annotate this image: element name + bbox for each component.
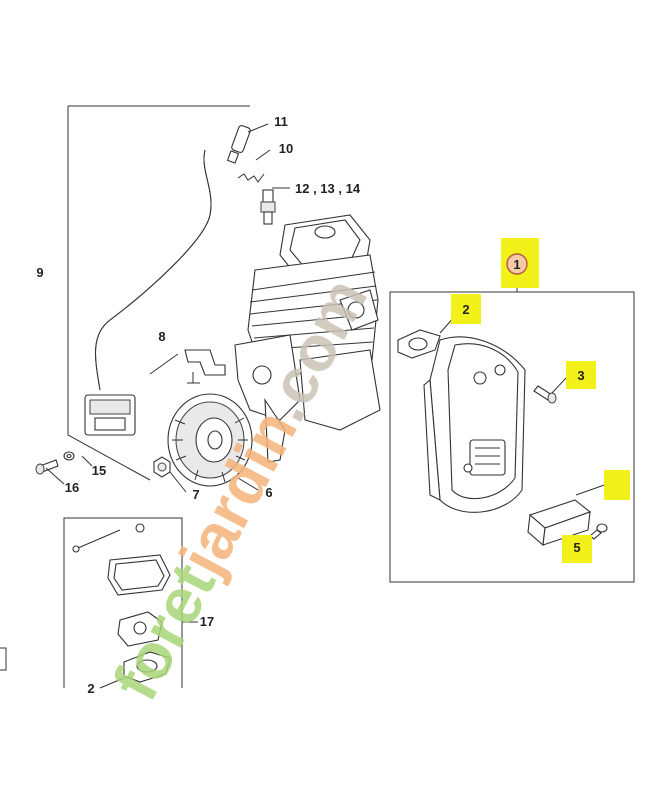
highlight-5 bbox=[562, 535, 592, 563]
muffler-gasket bbox=[397, 329, 441, 359]
label-3: 3 bbox=[577, 368, 584, 383]
ground-terminal bbox=[184, 349, 226, 384]
callout-circle-1 bbox=[506, 253, 528, 275]
label-2: 2 bbox=[462, 302, 469, 317]
label-10: 10 bbox=[279, 141, 293, 156]
edge-box bbox=[0, 647, 7, 671]
label-2-kit: 2 bbox=[87, 681, 94, 696]
watermark: foretjardin.com bbox=[99, 266, 381, 711]
svg-text:foretjardin.com: foretjardin.com bbox=[99, 266, 381, 711]
spark-plug bbox=[260, 189, 276, 225]
highlight-3 bbox=[566, 361, 596, 389]
deflector-screw bbox=[589, 523, 608, 540]
spring-clip bbox=[237, 173, 265, 183]
ignition-group-bracket bbox=[67, 105, 250, 481]
muffler-screw bbox=[533, 385, 557, 404]
gasket-kit bbox=[72, 523, 171, 683]
highlight-2 bbox=[451, 294, 481, 324]
label-12-13-14: 12 , 13 , 14 bbox=[295, 181, 361, 196]
label-5: 5 bbox=[573, 540, 580, 555]
label-11: 11 bbox=[274, 114, 288, 129]
label-8: 8 bbox=[158, 329, 165, 344]
label-15: 15 bbox=[92, 463, 106, 478]
label-16: 16 bbox=[65, 480, 79, 495]
ignition-module bbox=[84, 394, 136, 436]
cylinder-block bbox=[234, 214, 381, 463]
highlight-4 bbox=[604, 470, 630, 500]
muffler bbox=[423, 336, 526, 513]
label-1: 1 bbox=[513, 257, 520, 272]
label-17: 17 bbox=[200, 614, 214, 629]
muffler-group-frame bbox=[389, 291, 635, 583]
flywheel-nut bbox=[153, 456, 171, 478]
flywheel bbox=[167, 393, 253, 487]
spark-deflector bbox=[527, 499, 592, 547]
label-9: 9 bbox=[36, 265, 43, 280]
gasket-kit-frame bbox=[63, 517, 183, 688]
ignition-lead bbox=[95, 125, 251, 391]
screw-16 bbox=[35, 459, 59, 475]
washer-15 bbox=[63, 451, 75, 461]
label-7: 7 bbox=[192, 487, 199, 502]
label-6: 6 bbox=[265, 485, 272, 500]
